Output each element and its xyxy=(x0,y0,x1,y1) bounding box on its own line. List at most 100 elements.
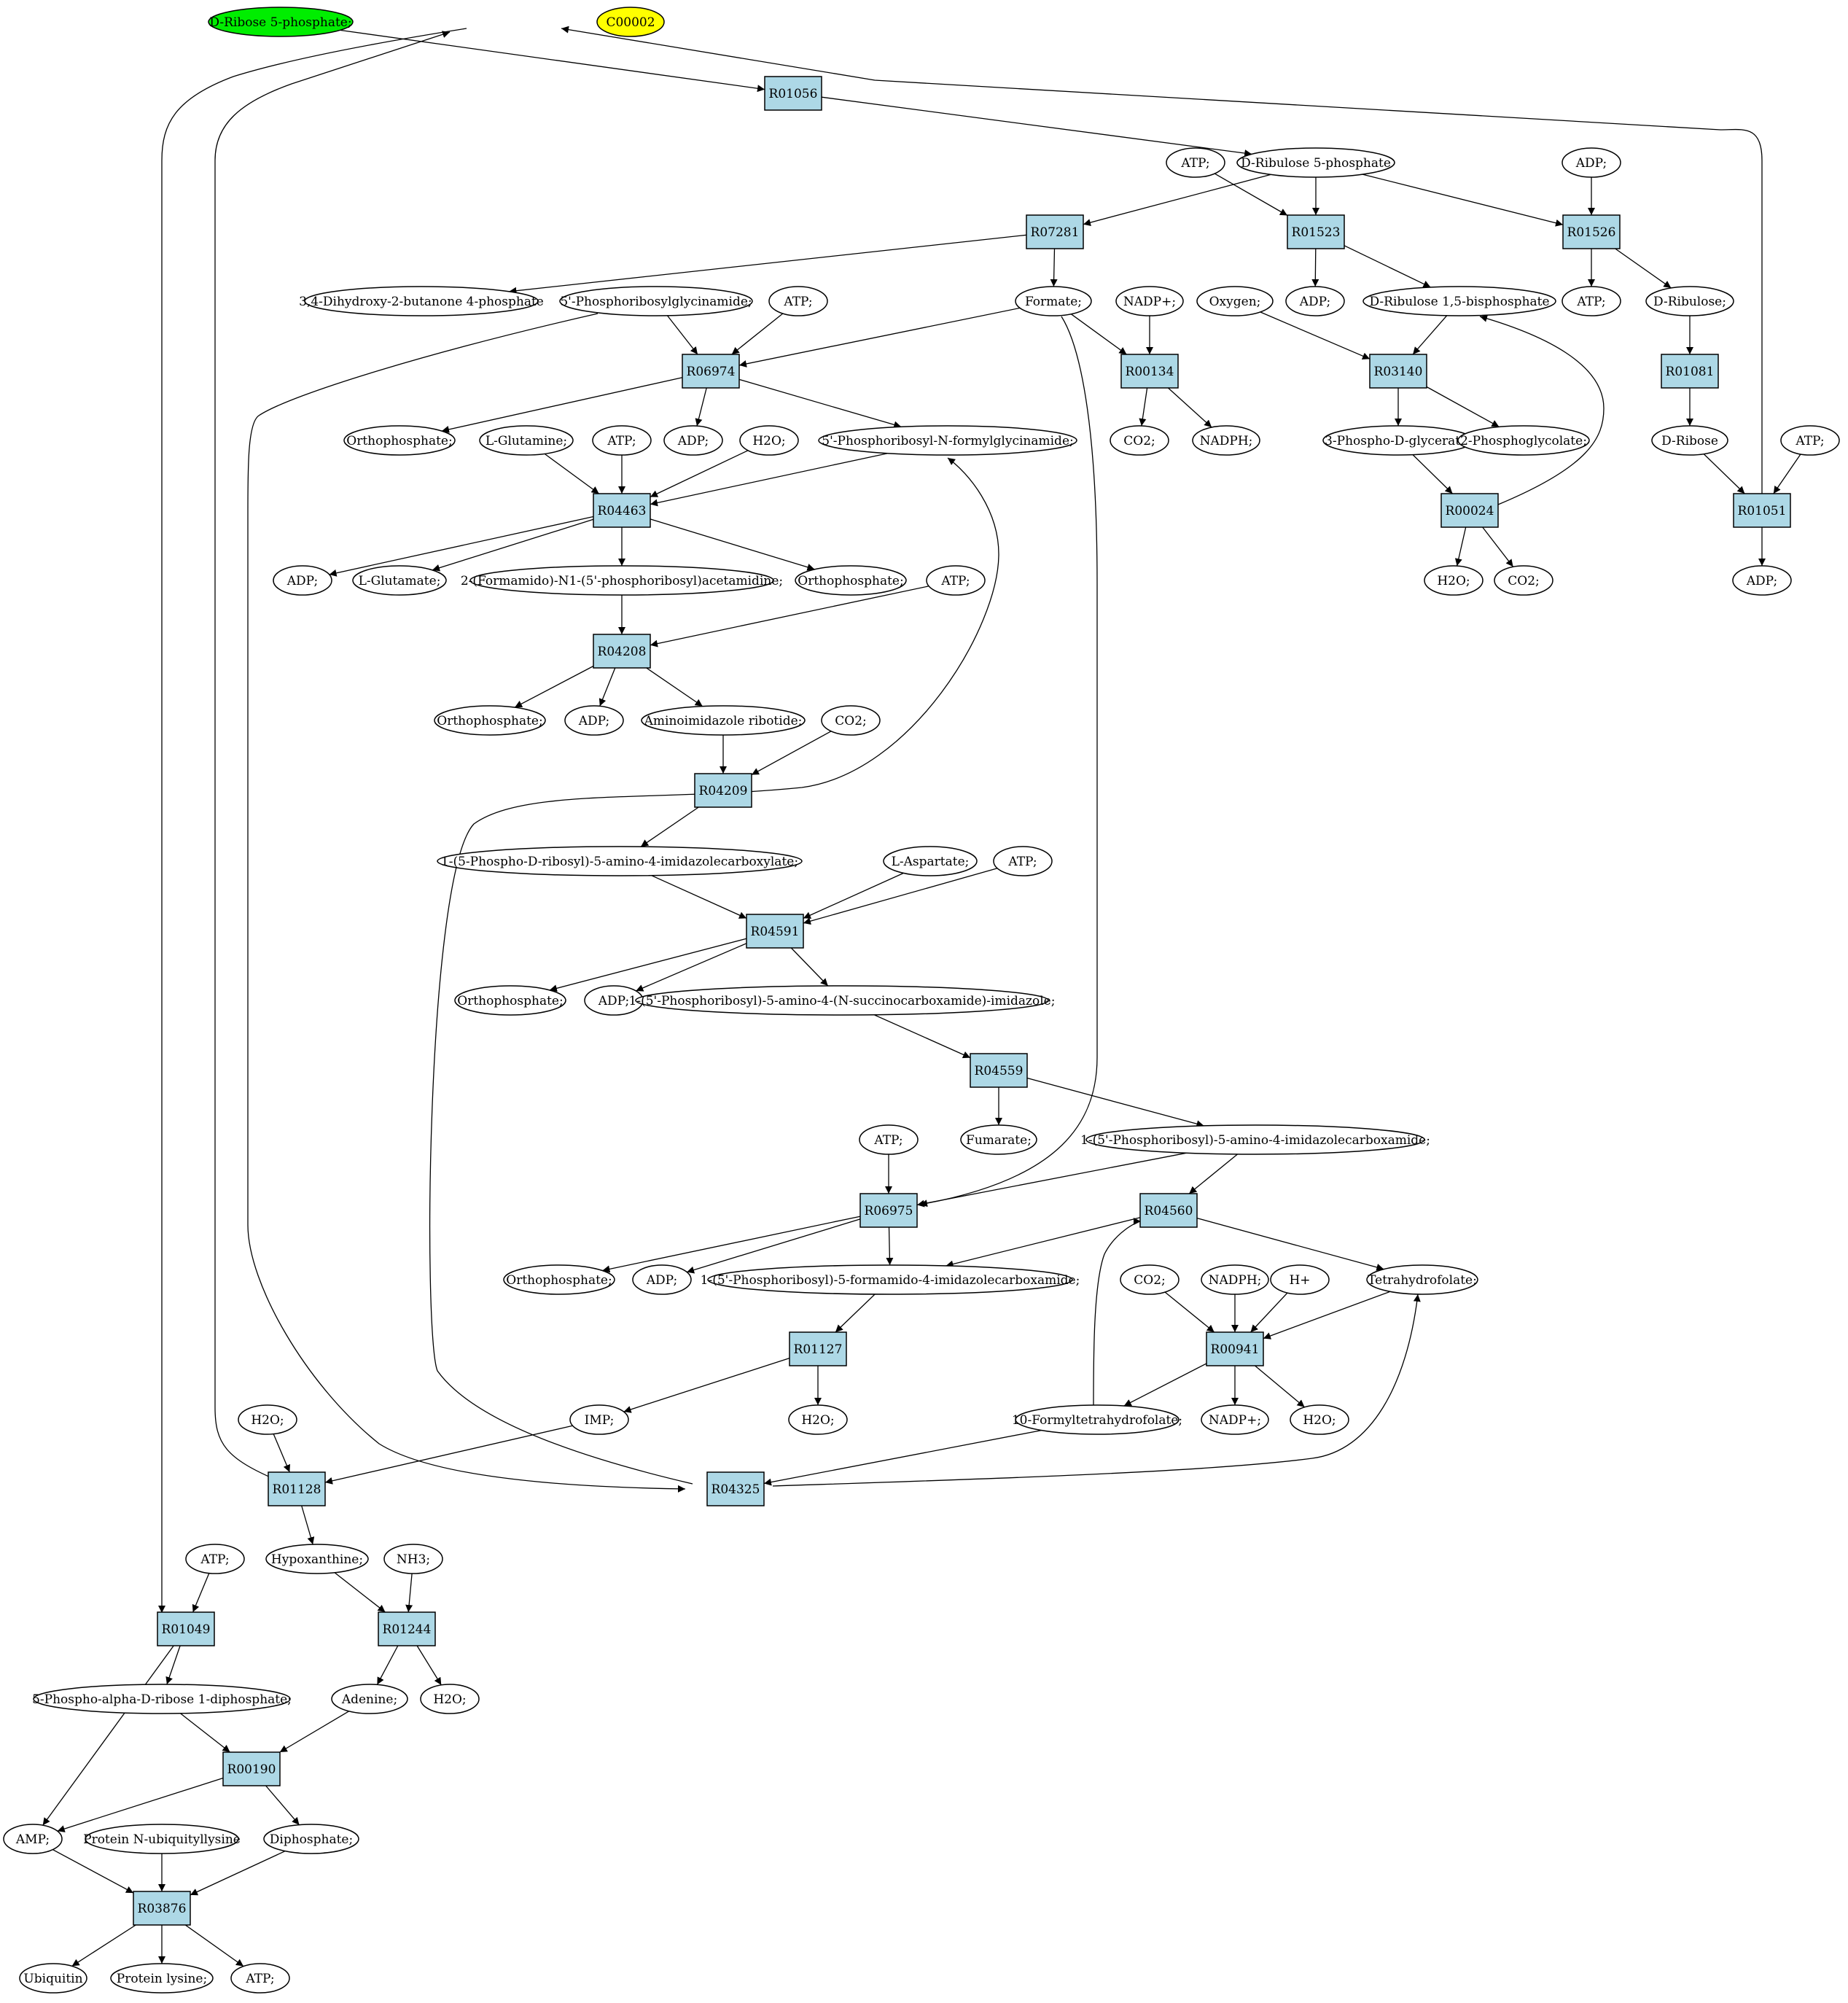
compound-node[interactable]: Protein lysine; xyxy=(110,1963,214,1994)
compound-node[interactable]: CO2; xyxy=(1494,565,1553,596)
compound-node[interactable]: Orthophosphate; xyxy=(343,425,456,456)
compound-node[interactable]: NADP+; xyxy=(1115,286,1184,316)
compound-node[interactable]: Fumarate; xyxy=(960,1124,1037,1155)
compound-node[interactable]: ATP; xyxy=(768,286,828,316)
compound-node[interactable]: CO2; xyxy=(1110,425,1169,456)
reaction-node[interactable]: R04463 xyxy=(593,493,651,528)
reaction-node[interactable]: R01523 xyxy=(1287,214,1345,249)
compound-node[interactable]: ATP; xyxy=(993,846,1053,876)
compound-node[interactable]: L-Glutamine; xyxy=(479,425,574,456)
compound-node[interactable]: 2-(Formamido)-N1-(5'-phosphoribosyl)acet… xyxy=(461,565,783,596)
compound-node[interactable]: D-Ribulose 1,5-bisphosphate xyxy=(1362,286,1556,316)
compound-node[interactable]: ADP; xyxy=(584,985,644,1016)
compound-node[interactable]: 3,4-Dihydroxy-2-butanone 4-phosphate xyxy=(299,286,544,316)
compound-node[interactable]: H2O; xyxy=(1424,565,1484,596)
reaction-node[interactable]: R04560 xyxy=(1139,1193,1198,1228)
compound-node[interactable]: Diphosphate; xyxy=(263,1824,359,1854)
compound-node[interactable]: 10-Formyltetrahydrofolate; xyxy=(1012,1404,1182,1435)
compound-node[interactable]: Orthophosphate; xyxy=(434,705,546,736)
compound-node[interactable]: 1-(5'-Phosphoribosyl)-5-amino-4-(N-succi… xyxy=(629,985,1056,1016)
compound-node[interactable]: Formate; xyxy=(1015,286,1092,316)
compound-node[interactable]: D-Ribose 5-phosphate; xyxy=(208,7,354,37)
compound-node[interactable]: NADPH; xyxy=(1192,425,1260,456)
compound-node[interactable]: ATP; xyxy=(1562,286,1621,316)
compound-node[interactable]: H2O; xyxy=(788,1404,848,1435)
compound-node[interactable]: NH3; xyxy=(383,1544,443,1574)
compound-node[interactable]: 3-Phospho-D-glycerate; xyxy=(1322,425,1474,456)
compound-node[interactable]: D-Ribose xyxy=(1651,425,1728,456)
compound-node[interactable]: ADP; xyxy=(663,425,723,456)
compound-node[interactable]: Aminoimidazole ribotide; xyxy=(641,705,806,736)
compound-node[interactable]: ADP; xyxy=(632,1264,692,1295)
compound-node[interactable]: AMP; xyxy=(3,1824,63,1854)
reaction-node[interactable]: R01081 xyxy=(1661,354,1719,389)
compound-node[interactable]: Ubiquitin xyxy=(19,1963,87,1994)
compound-node[interactable]: ATP; xyxy=(859,1124,919,1155)
compound-node[interactable]: ATP; xyxy=(592,425,652,456)
compound-node[interactable]: H+ xyxy=(1270,1264,1330,1295)
reaction-node[interactable]: R01244 xyxy=(378,1611,436,1646)
compound-node[interactable]: D-Ribulose; xyxy=(1645,286,1734,316)
reaction-node[interactable]: R01526 xyxy=(1562,214,1621,249)
compound-node[interactable]: ATP; xyxy=(1780,425,1840,456)
compound-node[interactable]: L-Glutamate; xyxy=(352,565,447,596)
compound-node[interactable]: NADPH; xyxy=(1201,1264,1269,1295)
reaction-node[interactable]: R00134 xyxy=(1120,354,1179,389)
reaction-node[interactable]: R07281 xyxy=(1026,214,1084,249)
reaction-node[interactable]: R00190 xyxy=(222,1751,281,1786)
compound-node[interactable]: ADP; xyxy=(1285,286,1345,316)
compound-node[interactable]: ADP; xyxy=(1562,147,1621,178)
reaction-node[interactable]: R01051 xyxy=(1733,493,1791,528)
compound-node[interactable]: Oxygen; xyxy=(1196,286,1274,316)
reaction-node[interactable]: R04559 xyxy=(970,1053,1028,1088)
compound-node[interactable]: Adenine; xyxy=(331,1684,408,1714)
compound-node[interactable]: 5'-Phosphoribosyl-N-formylglycinamide; xyxy=(818,425,1077,456)
reaction-node[interactable]: R00024 xyxy=(1440,493,1499,528)
reaction-node[interactable]: R03876 xyxy=(133,1891,191,1926)
compound-node[interactable]: H2O; xyxy=(420,1684,480,1714)
reaction-node[interactable]: R03140 xyxy=(1369,354,1427,389)
compound-node[interactable]: L-Aspartate; xyxy=(883,846,978,876)
reaction-node[interactable]: R04208 xyxy=(593,634,651,669)
compound-node[interactable]: H2O; xyxy=(238,1404,297,1435)
compound-node[interactable]: 1-(5-Phospho-D-ribosyl)-5-amino-4-imidaz… xyxy=(437,846,803,876)
compound-node[interactable]: 1-(5'-Phosphoribosyl)-5-amino-4-imidazol… xyxy=(1080,1124,1430,1155)
compound-node[interactable]: Orthophosphate; xyxy=(454,985,566,1016)
reaction-node[interactable]: R04591 xyxy=(746,914,804,949)
compound-node[interactable]: Hypoxanthine; xyxy=(265,1544,369,1574)
compound-node[interactable]: ADP; xyxy=(273,565,332,596)
compound-node[interactable]: H2O; xyxy=(1290,1404,1349,1435)
reaction-node[interactable]: R04209 xyxy=(694,773,752,808)
compound-node[interactable]: ATP; xyxy=(926,565,986,596)
reaction-node[interactable]: R00941 xyxy=(1206,1331,1264,1366)
compound-node[interactable]: H2O; xyxy=(739,425,799,456)
compound-ellipse xyxy=(110,1963,214,1994)
reaction-node[interactable]: R01056 xyxy=(764,76,822,111)
reaction-node[interactable]: R06975 xyxy=(859,1193,918,1228)
compound-node[interactable]: CO2; xyxy=(1120,1264,1180,1295)
compound-label: ATP; xyxy=(607,434,636,448)
compound-node[interactable]: IMP; xyxy=(569,1404,629,1435)
compound-node[interactable]: ATP; xyxy=(185,1544,245,1574)
reaction-node[interactable]: R04325 xyxy=(706,1471,765,1506)
compound-node[interactable]: ADP; xyxy=(564,705,624,736)
compound-node[interactable]: 2-Phosphoglycolate; xyxy=(1457,425,1590,456)
compound-node[interactable]: 1-(5'-Phosphoribosyl)-5-formamido-4-imid… xyxy=(701,1264,1080,1295)
compound-node[interactable]: CO2; xyxy=(821,705,881,736)
reaction-node[interactable]: R06974 xyxy=(682,354,740,389)
compound-node[interactable]: C00002 xyxy=(596,7,665,37)
compound-node[interactable]: ADP; xyxy=(1732,565,1792,596)
reaction-node[interactable]: R01049 xyxy=(157,1611,215,1646)
reaction-node[interactable]: R01127 xyxy=(789,1331,847,1366)
compound-node[interactable]: NADP+; xyxy=(1201,1404,1269,1435)
compound-node[interactable]: 5'-Phosphoribosylglycinamide; xyxy=(559,286,753,316)
compound-node[interactable]: Orthophosphate; xyxy=(795,565,907,596)
reaction-node[interactable]: R01128 xyxy=(268,1471,326,1506)
compound-node[interactable]: 5-Phospho-alpha-D-ribose 1-diphosphate; xyxy=(32,1684,292,1714)
compound-node[interactable]: Orthophosphate; xyxy=(503,1264,615,1295)
compound-node[interactable]: D-Ribulose 5-phosphate xyxy=(1236,147,1395,178)
compound-node[interactable]: ATP; xyxy=(1166,147,1225,178)
compound-node[interactable]: Tetrahydrofolate; xyxy=(1366,1264,1478,1295)
compound-node[interactable]: Protein N-ubiquityllysine xyxy=(83,1824,241,1854)
compound-node[interactable]: ATP; xyxy=(230,1963,290,1994)
